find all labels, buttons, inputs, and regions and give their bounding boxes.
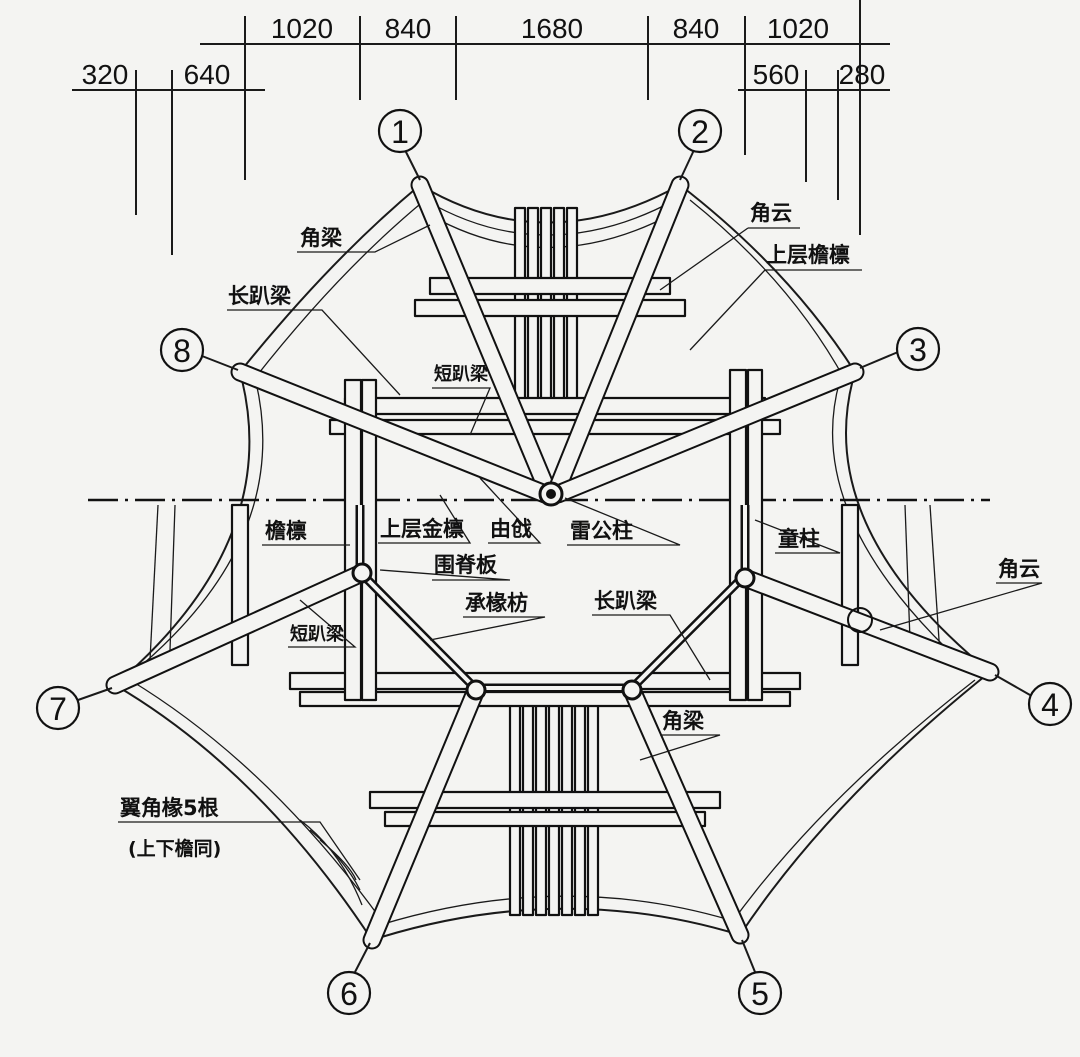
corner-label-1: 1: [391, 114, 409, 150]
dimension-lines: [72, 0, 890, 255]
label-short-tie-beam-top: 短趴梁: [434, 363, 489, 385]
corner-label-6: 6: [340, 976, 358, 1012]
corner-label-2: 2: [691, 114, 709, 150]
label-eave-purlin: 檐檩: [265, 519, 307, 543]
label-flying-corner-rafters: 翼角椽5根: [120, 796, 219, 820]
label-rafters-note: (上下檐同): [128, 837, 221, 860]
corner-label-3: 3: [909, 332, 927, 368]
dim-top-1: 1020: [271, 13, 333, 44]
label-upper-eave-purlin: 上层檐檩: [766, 243, 850, 267]
dim-right-1: 560: [753, 59, 800, 90]
corner-marker-3: [895, 326, 941, 372]
corner-marker-2: [677, 108, 723, 154]
frame-members: [230, 276, 860, 828]
label-corner-bracket-top: 角云: [750, 201, 792, 225]
dim-top-3: 1680: [521, 13, 583, 44]
dim-top-2: 840: [385, 13, 432, 44]
hip-beams: [105, 175, 1000, 950]
corner-marker-6: [326, 970, 372, 1016]
label-leigong-post: 雷公柱: [570, 519, 633, 543]
label-rafter-bearing-tie: 承椽枋: [465, 591, 528, 615]
corner-markers: 1 2 3 4 5 6 7 8: [35, 108, 1073, 1016]
label-tong-post: 童柱: [778, 527, 820, 551]
corner-label-4: 4: [1041, 687, 1059, 723]
inner-ring: [355, 505, 750, 693]
corner-marker-7: [35, 685, 81, 731]
joints: [351, 481, 873, 701]
corner-label-8: 8: [173, 333, 191, 369]
corner-label-5: 5: [751, 976, 769, 1012]
dim-right-2: 280: [839, 59, 886, 90]
label-youxi: 由戗: [490, 517, 532, 541]
corner-marker-1: [377, 108, 423, 154]
corner-marker-4: [1027, 681, 1073, 727]
label-hip-beam-top: 角梁: [300, 226, 343, 250]
corner-label-7: 7: [49, 691, 67, 727]
label-long-tie-beam-right: 长趴梁: [594, 589, 658, 613]
label-ridge-enclosure-board: 围脊板: [434, 553, 498, 577]
dim-left-1: 320: [82, 59, 129, 90]
label-hip-beam-bottom: 角梁: [662, 709, 705, 733]
corner-marker-8: [159, 327, 205, 373]
corner-marker-5: [737, 970, 783, 1016]
dimension-values: 1020 840 1680 840 1020 320 640 560 280: [82, 13, 886, 90]
label-upper-gold-purlin: 上层金檩: [380, 517, 464, 541]
dim-top-5: 1020: [767, 13, 829, 44]
label-short-tie-beam-left: 短趴梁: [290, 623, 345, 645]
leader-lines: [118, 224, 1043, 881]
dim-left-2: 640: [184, 59, 231, 90]
dim-top-4: 840: [673, 13, 720, 44]
component-labels: 角梁 长趴梁 角云 上层檐檩 短趴梁 檐檩 上层金檩 由戗 雷公柱 童柱 围脊板…: [120, 201, 1040, 860]
label-long-tie-beam-left: 长趴梁: [228, 284, 292, 308]
label-corner-bracket-right: 角云: [998, 557, 1040, 581]
